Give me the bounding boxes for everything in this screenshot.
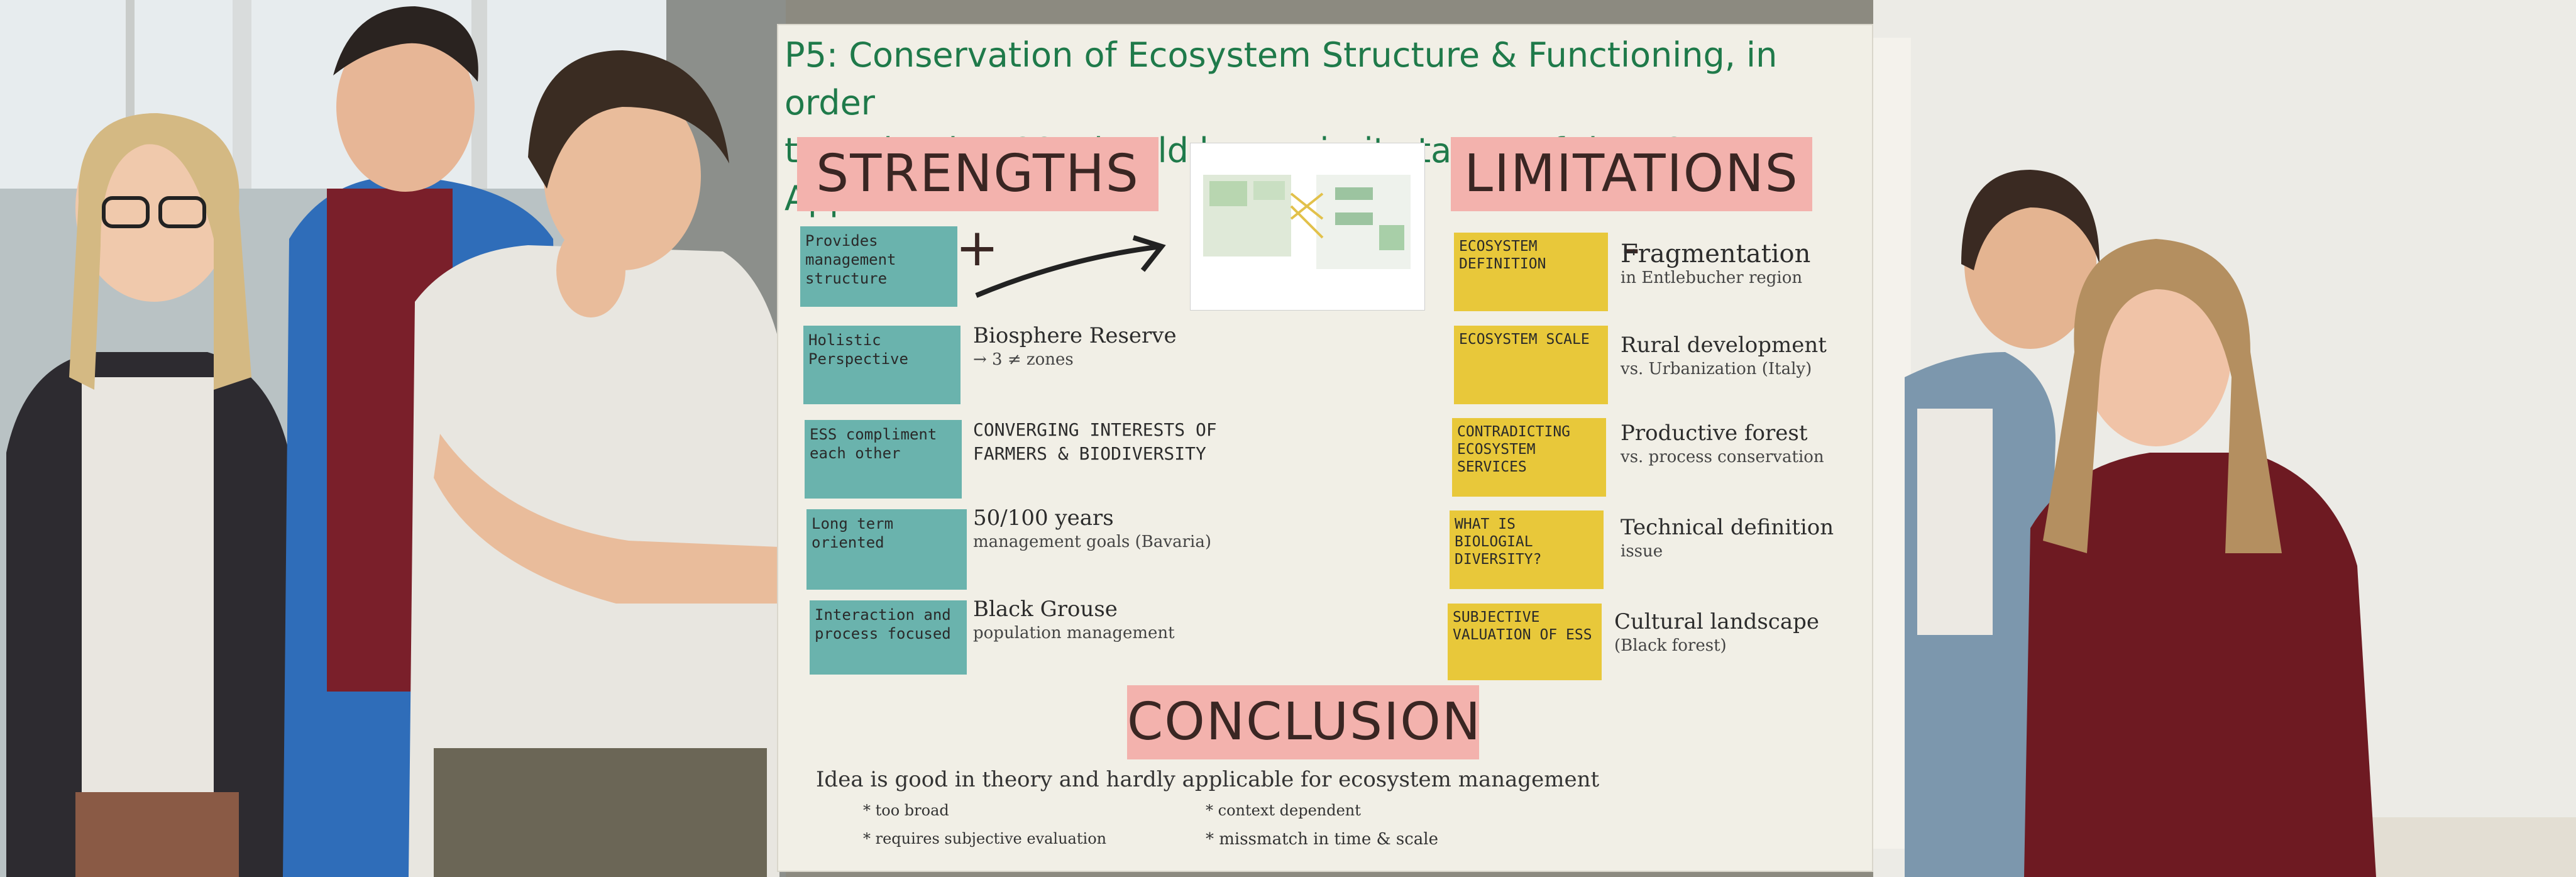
limitation-comment: Technical definition issue (1621, 516, 1866, 563)
limitation-comment: Cultural landscape (Black forest) (1614, 610, 1859, 658)
poster-board: P5: Conservation of Ecosystem Structure … (778, 25, 1872, 871)
strength-note: ESS compliment each other (805, 420, 962, 499)
strength-comment-main: CONVERGING INTERESTS OF FARMERS & BIODIV… (973, 419, 1217, 464)
people-left (6, 6, 779, 877)
conclusion-point: * missmatch in time & scale (1206, 830, 1439, 849)
limitation-note: Subjective valuation of ESS (1448, 604, 1602, 680)
limitation-comment-main: Productive forest (1621, 421, 1808, 446)
strength-note: Long term oriented (806, 509, 967, 590)
strength-comment-sub: → 3 ≠ zones (973, 350, 1074, 369)
limitation-comment-main: Cultural landscape (1614, 609, 1820, 634)
arrow-icon (975, 235, 1166, 298)
limitation-comment-main: Rural development (1621, 333, 1827, 358)
strength-comment: Biosphere Reserve → 3 ≠ zones (973, 324, 1287, 372)
conclusion-heading: CONCLUSION (1127, 685, 1480, 759)
strength-comment-main: 50/100 years (973, 505, 1114, 531)
limitation-comment-sub: in Entlebucher region (1621, 268, 1803, 287)
strength-note: Interaction and process focused (810, 600, 967, 675)
limitation-comment-sub: vs. Urbanization (Italy) (1621, 360, 1812, 378)
strength-comment-sub: management goals (Bavaria) (973, 532, 1211, 551)
people-right (1905, 170, 2376, 877)
limitation-comment: Productive forest vs. process conservati… (1621, 421, 1866, 469)
limitation-note: What is biologial diversity? (1450, 510, 1604, 589)
limitation-comment-sub: vs. process conservation (1621, 448, 1824, 466)
conclusion-point: * context dependent (1206, 802, 1361, 819)
conclusion-point: * too broad (863, 802, 949, 819)
strength-comment-sub: population management (973, 624, 1175, 643)
limitation-note: Ecosystem scale (1454, 326, 1608, 404)
conclusion-point: * requires subjective evaluation (863, 830, 1107, 847)
limitation-comment-main: Fragmentation (1621, 240, 1811, 268)
strength-comment: 50/100 years management goals (Bavaria) (973, 506, 1287, 554)
strength-note: Provides management structure (800, 226, 957, 307)
limitation-comment-sub: (Black forest) (1614, 636, 1727, 655)
limitations-heading: LIMITATIONS - (1451, 137, 1812, 278)
diagram-image (1190, 143, 1425, 311)
limitation-comment: Rural development vs. Urbanization (Ital… (1621, 333, 1866, 381)
strengths-heading: STRENGTHS + (797, 137, 1159, 278)
limitation-note: Contradicting ecosystem services (1452, 418, 1606, 497)
limitation-comment-main: Technical definition (1621, 515, 1834, 540)
limitation-comment: Fragmentation in Entlebucher region (1621, 240, 1866, 290)
strength-comment: Black Grouse population management (973, 597, 1287, 645)
limitation-note: Ecosystem definition (1454, 233, 1608, 311)
poster-title-line-1: P5: Conservation of Ecosystem Structure … (784, 35, 1778, 123)
limitation-comment-sub: issue (1621, 542, 1663, 561)
strength-comment-main: Biosphere Reserve (973, 323, 1177, 348)
strength-comment: CONVERGING INTERESTS OF FARMERS & BIODIV… (973, 418, 1275, 466)
conclusion-line: Idea is good in theory and hardly applic… (816, 767, 1600, 792)
strength-comment-main: Black Grouse (973, 597, 1118, 622)
strength-note: Holistic Perspective (803, 326, 960, 404)
